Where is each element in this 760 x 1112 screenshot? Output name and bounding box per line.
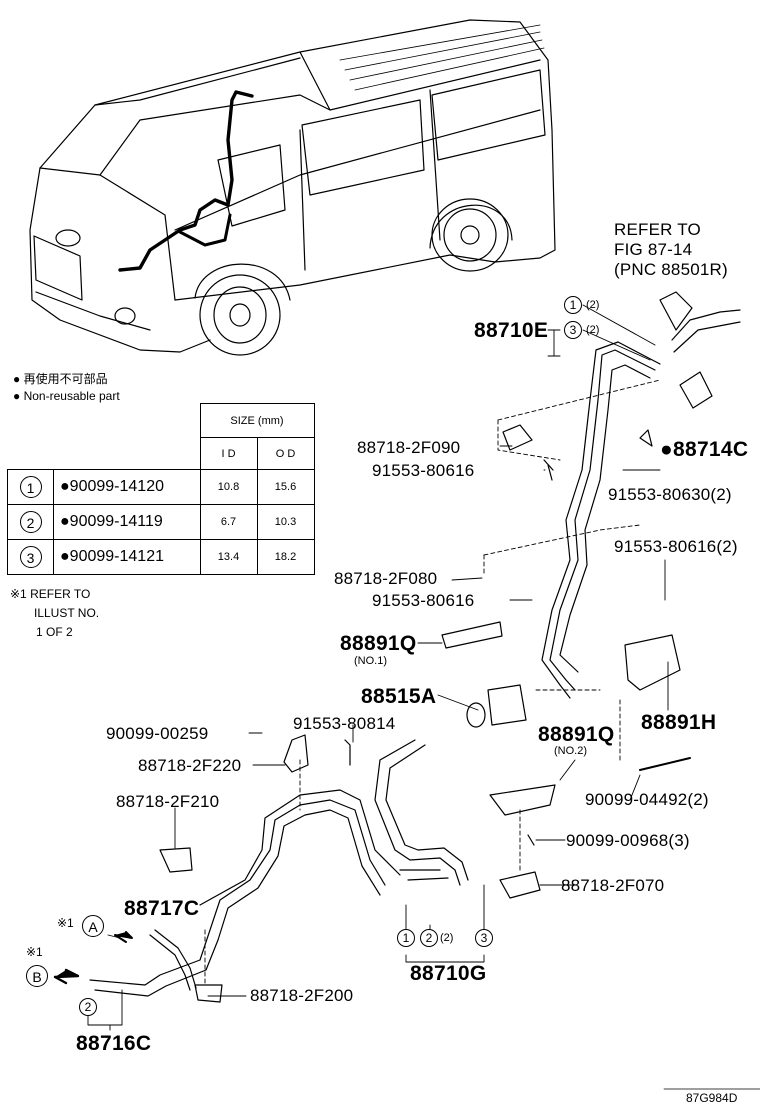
refer-note-2: ILLUST NO. bbox=[34, 606, 100, 620]
ref-circle-b: B bbox=[26, 965, 48, 987]
label-88716C: 88716C bbox=[76, 1032, 152, 1055]
label-91553-80616-b: 91553-80616 bbox=[372, 591, 475, 610]
id-value: 6.7 bbox=[199, 504, 258, 540]
ref-circle-3: 3 bbox=[564, 321, 582, 339]
label-88718-2F080: 88718-2F080 bbox=[334, 569, 438, 588]
bullet-icon: ● bbox=[13, 372, 21, 386]
label-90099-00259: 90099-00259 bbox=[106, 724, 209, 743]
label-90099-04492: 90099-04492(2) bbox=[585, 790, 709, 809]
label-leader-lines bbox=[87, 304, 669, 1031]
qty-label: (2) bbox=[586, 324, 600, 336]
label-88515A: 88515A bbox=[361, 685, 437, 708]
refer-note-3: 1 OF 2 bbox=[36, 625, 73, 639]
label-no1: (NO.1) bbox=[354, 655, 387, 667]
note-mark-b: ※1 bbox=[26, 945, 43, 959]
label-88710E: 88710E bbox=[474, 319, 549, 342]
table-row: 2 ●90099-14119 6.7 10.3 bbox=[7, 504, 315, 540]
od-value: 15.6 bbox=[256, 469, 315, 505]
diagram-id: 87G984D bbox=[686, 1091, 738, 1105]
label-91553-80630: 91553-80630(2) bbox=[608, 485, 732, 504]
suction-discharge-pipes bbox=[502, 291, 741, 699]
ref-circle: 2 bbox=[19, 511, 42, 533]
center-components bbox=[159, 621, 691, 1003]
refer-line-1: REFER TO bbox=[614, 220, 701, 239]
table-row: 3 ●90099-14121 13.4 18.2 bbox=[7, 539, 315, 575]
lower-tubes bbox=[89, 739, 469, 997]
direction-arrows bbox=[53, 931, 133, 985]
od-value: 18.2 bbox=[256, 539, 315, 575]
label-88710G: 88710G bbox=[410, 962, 487, 985]
label-91553-80616-a: 91553-80616 bbox=[372, 461, 475, 480]
label-90099-00968: 90099-00968(3) bbox=[566, 831, 690, 850]
label-88718-2F200: 88718-2F200 bbox=[250, 986, 354, 1005]
ref-circle: 1 bbox=[19, 476, 42, 498]
legend-jp: ● 再使用不可部品 bbox=[13, 372, 108, 386]
label-88717C: 88717C bbox=[124, 897, 200, 920]
label-88718-2F220: 88718-2F220 bbox=[138, 756, 242, 775]
ref-circle-a: A bbox=[82, 915, 104, 937]
od-value: 10.3 bbox=[256, 504, 315, 540]
qty-label: (2) bbox=[586, 299, 600, 311]
id-value: 10.8 bbox=[199, 469, 258, 505]
label-88891Q-2: 88891Q bbox=[538, 723, 615, 746]
refer-line-3: (PNC 88501R) bbox=[614, 260, 728, 279]
ref-circle: 3 bbox=[19, 546, 42, 568]
ref-circle-2: 2 bbox=[420, 929, 438, 947]
refer-note-1: ※1 REFER TO bbox=[10, 587, 91, 601]
qty-label: (2) bbox=[440, 932, 454, 944]
col-id-header: I D bbox=[199, 437, 258, 470]
ref-circle-1: 1 bbox=[564, 296, 582, 314]
label-no2: (NO.2) bbox=[554, 745, 587, 757]
legend-en: ● Non-reusable part bbox=[13, 389, 120, 403]
note-mark-a: ※1 bbox=[57, 916, 74, 930]
ref-circle-2: 2 bbox=[79, 998, 97, 1016]
ref-circle-3: 3 bbox=[475, 929, 493, 947]
part-number: 90099-14120 bbox=[69, 478, 164, 495]
part-number: 90099-14121 bbox=[69, 548, 164, 565]
label-88718-2F090: 88718-2F090 bbox=[357, 438, 461, 457]
part-number: 90099-14119 bbox=[69, 513, 163, 530]
label-88718-2F210: 88718-2F210 bbox=[116, 792, 220, 811]
bullet-icon: ● bbox=[13, 389, 21, 403]
label-91553-80814: 91553-80814 bbox=[293, 714, 396, 733]
label-88714C: ●88714C bbox=[660, 438, 749, 461]
id-value: 13.4 bbox=[199, 539, 258, 575]
label-88891Q-1: 88891Q bbox=[340, 632, 417, 655]
col-od-header: O D bbox=[256, 437, 315, 470]
label-91553-80616-2: 91553-80616(2) bbox=[614, 537, 738, 556]
size-header: SIZE (mm) bbox=[199, 403, 315, 438]
label-88891H: 88891H bbox=[641, 711, 717, 734]
refer-line-2: FIG 87-14 bbox=[614, 240, 693, 259]
ref-circle-1: 1 bbox=[397, 929, 415, 947]
label-88718-2F070: 88718-2F070 bbox=[561, 876, 665, 895]
size-table: SIZE (mm) I D O D 1 ●90099-14120 10.8 15… bbox=[7, 403, 315, 575]
table-row: 1 ●90099-14120 10.8 15.6 bbox=[7, 469, 315, 505]
van-illustration bbox=[29, 19, 556, 356]
